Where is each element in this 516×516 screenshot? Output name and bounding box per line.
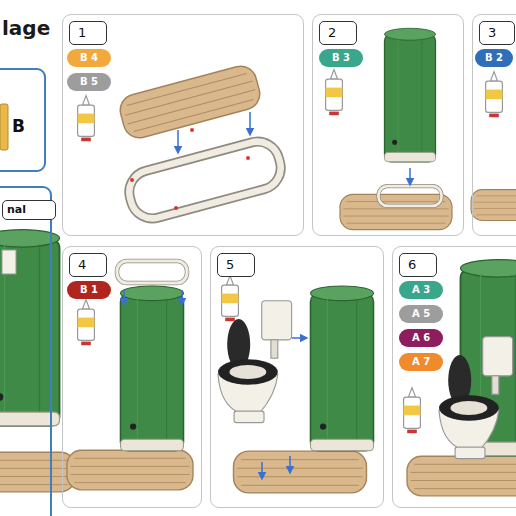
part-badge: B 5 — [67, 73, 111, 91]
part-badge: A 5 — [399, 305, 443, 323]
part-badge: A 7 — [399, 353, 443, 371]
step-panel: 6 A 3 A 5 A 6 A 7 — [392, 246, 516, 508]
panel-heading: nal — [2, 200, 56, 220]
step-number: 4 — [69, 253, 107, 277]
panel-heading: B — [12, 116, 25, 136]
side-panel: nal — [0, 186, 52, 516]
step-panel: 4B 1 — [62, 246, 202, 508]
page-title: lage — [2, 16, 50, 40]
part-badge: B 2 — [475, 49, 513, 67]
part-code: A 7 — [412, 353, 430, 371]
step-panel: 3B 2 — [472, 14, 516, 236]
step-panel: 2B 3 — [312, 14, 464, 236]
step-number: 5 — [217, 253, 255, 277]
part-code: A 6 — [412, 329, 430, 347]
part-badge: B 3 — [319, 49, 363, 67]
step-panel: 1 B 4 B 5 — [62, 14, 304, 236]
part-badge: A 6 — [399, 329, 443, 347]
part-code: B 4 — [80, 49, 98, 67]
part-badge: B 1 — [67, 281, 111, 299]
part-code: B 2 — [485, 49, 503, 67]
step-number: 1 — [69, 21, 107, 45]
step-number: 6 — [399, 253, 437, 277]
part-code: B 5 — [80, 73, 98, 91]
part-badge: A 3 — [399, 281, 443, 299]
part-code: A 3 — [412, 281, 430, 299]
part-code: B 3 — [332, 49, 350, 67]
part-code: A 5 — [412, 305, 430, 323]
side-panel: B — [0, 68, 46, 172]
part-code: B 1 — [80, 281, 98, 299]
step-number: 3 — [479, 21, 515, 45]
part-badge: B 4 — [67, 49, 111, 67]
step-panel: 5 — [210, 246, 384, 508]
step-number: 2 — [319, 21, 357, 45]
